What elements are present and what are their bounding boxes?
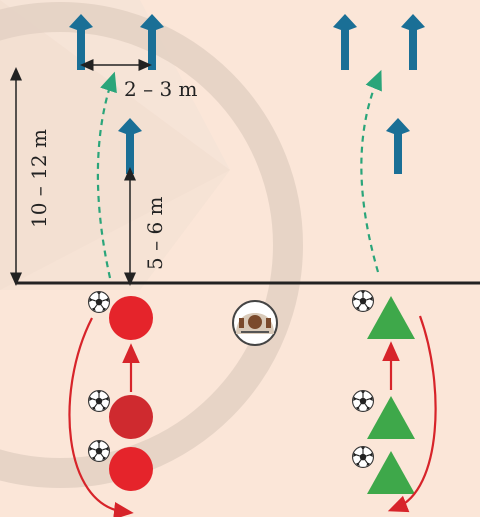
ball-icon bbox=[352, 290, 374, 312]
red-player-back bbox=[109, 447, 153, 491]
green-player-middle bbox=[367, 396, 415, 439]
ball-icon bbox=[88, 390, 110, 412]
poles-right bbox=[333, 14, 425, 174]
spacing-label: 2 – 3 m bbox=[124, 77, 198, 101]
team-red bbox=[68, 291, 153, 517]
ball-icon bbox=[352, 390, 374, 412]
ball-icon bbox=[88, 291, 110, 313]
run-path-left bbox=[96, 71, 117, 279]
green-player-front bbox=[367, 296, 415, 339]
cone-distance-label: 5 – 6 m bbox=[143, 196, 167, 270]
ball-icon bbox=[352, 446, 374, 468]
red-player-middle bbox=[109, 395, 153, 439]
red-return-arrow bbox=[68, 317, 134, 517]
red-player-front bbox=[109, 296, 153, 340]
run-path-right bbox=[360, 69, 382, 273]
pole-icon bbox=[401, 14, 425, 70]
pole-icon bbox=[386, 118, 410, 174]
pole-icon bbox=[333, 14, 357, 70]
green-player-back bbox=[367, 451, 415, 494]
green-return-arrow bbox=[387, 315, 437, 513]
run-length-label: 10 – 12 m bbox=[27, 129, 51, 228]
team-green bbox=[352, 290, 437, 513]
coach-avatar bbox=[232, 300, 278, 346]
ball-icon bbox=[88, 440, 110, 462]
